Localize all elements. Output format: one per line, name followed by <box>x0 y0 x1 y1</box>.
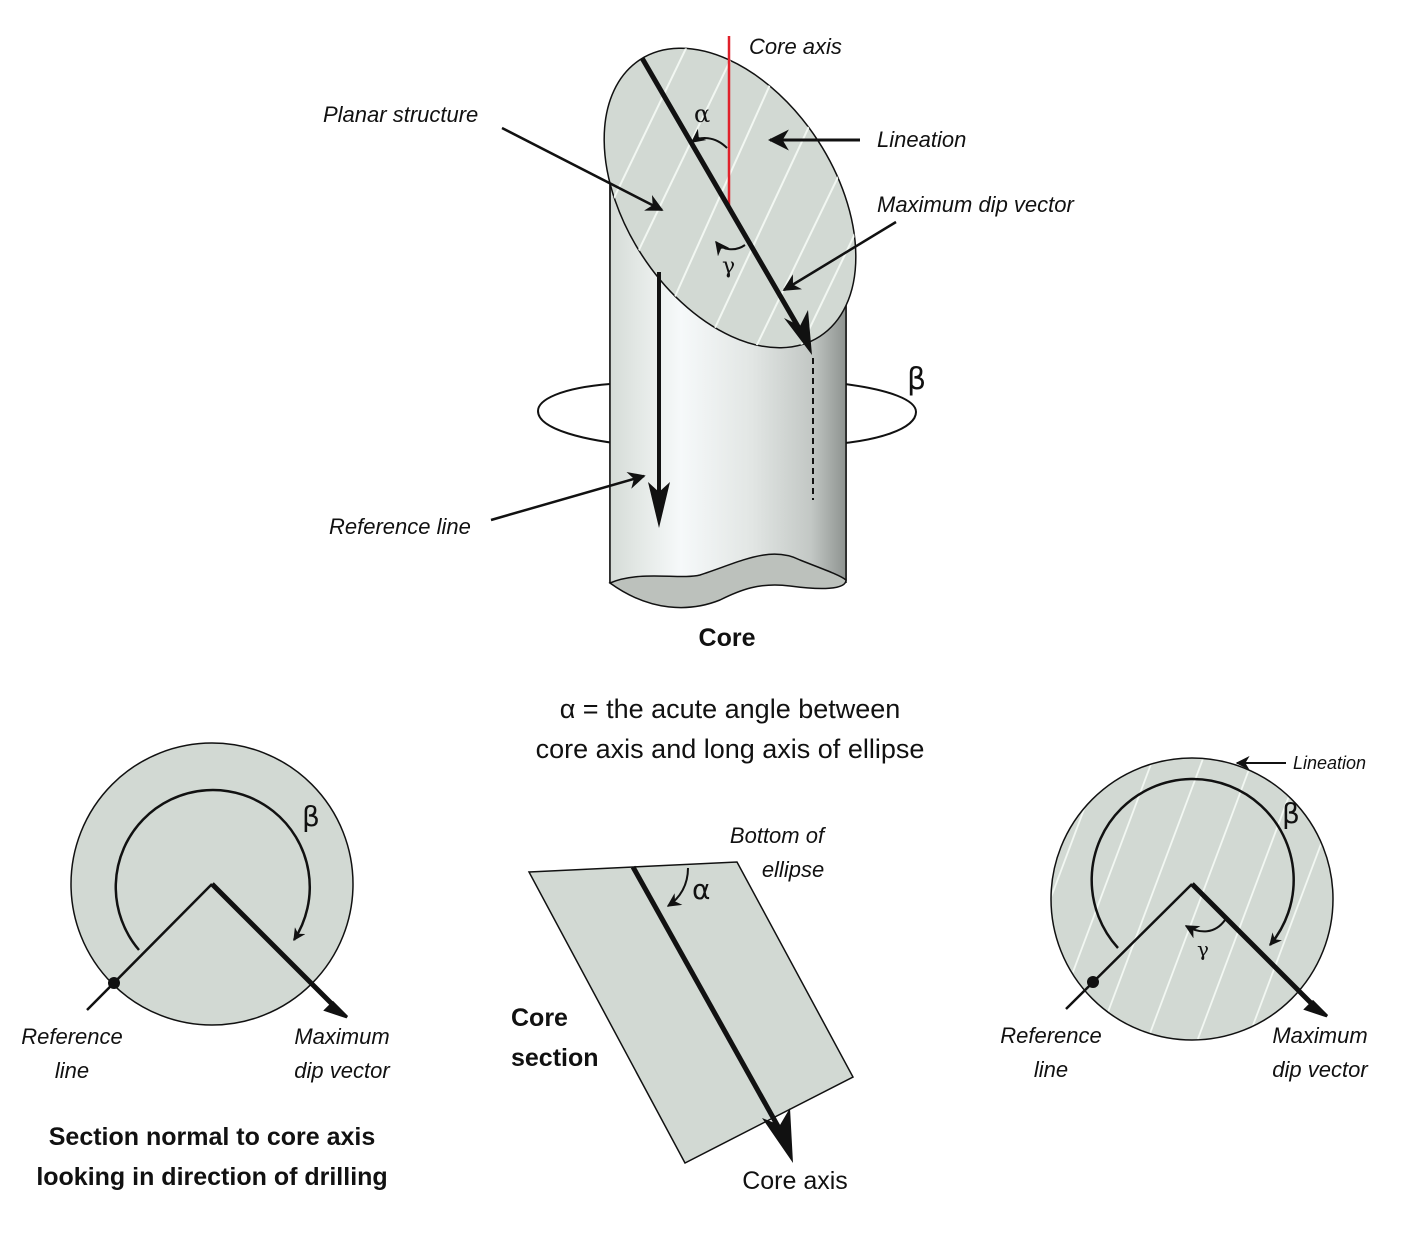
reference-line-leader <box>490 471 646 522</box>
left-max-dip-arrowhead <box>323 1000 349 1019</box>
beta-rotation-ellipse-back <box>536 383 656 448</box>
bottom-of-ellipse-label-1: Bottom of <box>730 823 827 848</box>
reference-line-label: Reference line <box>329 514 471 539</box>
right-reference-line <box>1065 883 1193 1010</box>
right-beta-arc-arrow <box>1090 777 1295 949</box>
definition-line-1: α = the acute angle between <box>560 694 901 724</box>
right-reference-point <box>1087 976 1099 988</box>
core-section-title-2: section <box>511 1044 599 1072</box>
reference-line-arrowhead <box>648 482 670 528</box>
left-reference-line-label-2: line <box>55 1058 89 1083</box>
left-max-dip-vector <box>210 882 340 1012</box>
lineation-label: Lineation <box>877 127 966 152</box>
right-lineation-label: Lineation <box>1293 753 1366 773</box>
core-section-axis-arrowhead <box>762 1108 793 1163</box>
left-reference-line-label-1: Reference <box>21 1024 123 1049</box>
right-gamma-arc-arrow <box>1184 919 1226 939</box>
left-beta-symbol: β <box>302 800 320 833</box>
right-beta-symbol: β <box>1282 797 1300 830</box>
right-max-dip-label-1: Maximum <box>1272 1023 1367 1048</box>
core-axis-label: Core axis <box>749 34 842 59</box>
left-beta-arc-arrow <box>114 788 312 951</box>
max-dip-vector-line <box>639 56 803 332</box>
beta-rotation-ellipse-right <box>818 383 918 452</box>
core-bottom-face <box>608 553 847 609</box>
right-max-dip-vector <box>1190 882 1320 1012</box>
left-caption-line-2: looking in direction of drilling <box>36 1163 387 1191</box>
core-section-axis-label: Core axis <box>742 1167 848 1195</box>
right-reference-line-label-2: line <box>1034 1057 1068 1082</box>
right-max-dip-label-2: dip vector <box>1272 1057 1369 1082</box>
alpha-definition: α = the acute angle between core axis an… <box>536 694 925 764</box>
core-title: Core <box>699 624 756 652</box>
left-reference-line <box>86 883 213 1011</box>
right-gamma-symbol: γ <box>1197 937 1209 961</box>
beta-symbol: β <box>907 362 926 397</box>
core-section-alpha-arc <box>666 867 689 907</box>
bottom-of-ellipse-label-2: ellipse <box>762 857 824 882</box>
right-max-dip-arrowhead <box>1303 999 1329 1018</box>
max-dip-vector-label: Maximum dip vector <box>877 192 1076 217</box>
right-section-circle <box>1050 757 1334 1041</box>
core-section-alpha-symbol: α <box>692 873 710 906</box>
core-section-figure: α Bottom of ellipse Core section Core ax… <box>511 823 855 1195</box>
left-cross-section: β Reference line Maximum dip vector Sect… <box>21 742 391 1191</box>
max-dip-vector-arrowhead <box>784 310 812 355</box>
gamma-symbol: γ <box>722 254 735 279</box>
planar-structure-label: Planar structure <box>323 102 478 127</box>
right-reference-line-label-1: Reference <box>1000 1023 1102 1048</box>
gamma-arc-arrow <box>715 240 746 257</box>
right-cross-section: β γ Lineation Reference line Maximum dip… <box>1000 753 1369 1082</box>
core-figure: α γ β Core axis Planar structure Lineati… <box>323 34 1076 652</box>
alpha-arc-arrow <box>690 128 728 149</box>
left-max-dip-label-1: Maximum <box>294 1024 389 1049</box>
definition-line-2: core axis and long axis of ellipse <box>536 734 925 764</box>
left-caption-line-1: Section normal to core axis <box>49 1123 376 1151</box>
left-max-dip-label-2: dip vector <box>294 1058 391 1083</box>
core-section-axis-line <box>630 865 783 1132</box>
max-dip-vector-leader <box>782 220 897 292</box>
left-reference-point <box>108 977 120 989</box>
core-section-plane <box>527 861 855 1165</box>
core-section-title-1: Core <box>511 1004 568 1032</box>
alpha-symbol: α <box>694 100 710 128</box>
planar-structure-leader <box>501 126 664 212</box>
